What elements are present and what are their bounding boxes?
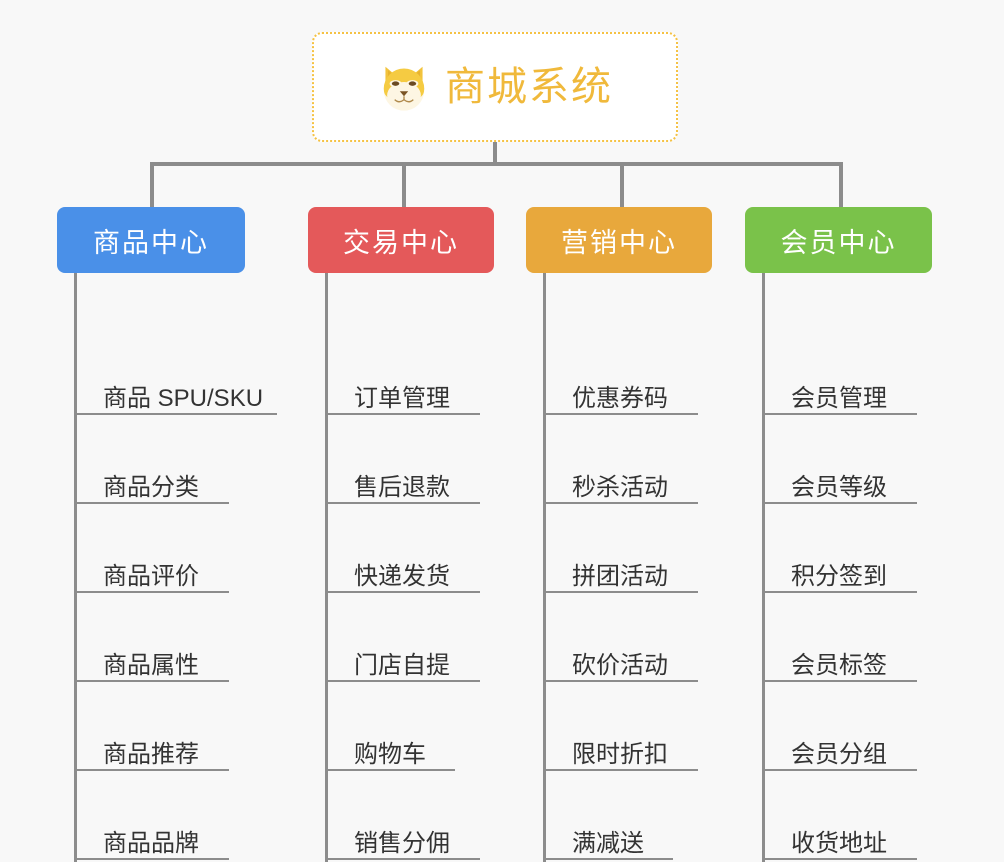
shiba-dog-face-icon <box>383 66 425 111</box>
branch-spine-3 <box>543 273 546 862</box>
leaf-item-label: 门店自提 <box>354 652 450 679</box>
mindmap-canvas: 商城系统 商品中心商品 SPU/SKU 商品分类商品评价商品属性商品推荐商品品牌 交… <box>57 32 932 862</box>
leaf-item-label: 积分签到 <box>791 563 887 590</box>
leaf-underline <box>74 680 229 682</box>
root-node-title: 商城系统 <box>445 65 613 109</box>
leaf-item-label: 商品属性 <box>103 652 199 679</box>
branch-header-label: 交易中心 <box>343 227 459 258</box>
leaf-item-label: 销售分佣 <box>354 830 450 857</box>
branch-column-2: 交易中心订单管理售后退款快递发货门店自提购物车销售分佣 <box>308 207 494 862</box>
branch-header-1[interactable]: 商品中心 <box>57 207 245 273</box>
leaf-item-label: 会员标签 <box>791 652 887 679</box>
leaf-underline <box>325 680 480 682</box>
leaf-item-label: 购物车 <box>354 741 426 768</box>
leaf-underline <box>325 591 480 593</box>
leaf-underline <box>74 591 229 593</box>
leaf-item-label: 商品分类 <box>103 474 199 501</box>
connector-drop-4 <box>839 162 843 209</box>
connector-horizontal-bar <box>150 162 843 166</box>
leaf-underline <box>74 502 229 504</box>
leaf-underline <box>543 769 698 771</box>
branch-header-label: 商品中心 <box>93 227 209 258</box>
branch-header-4[interactable]: 会员中心 <box>745 207 932 273</box>
branch-spine-2 <box>325 273 328 862</box>
leaf-item-label: 限时折扣 <box>572 741 668 768</box>
leaf-underline <box>74 858 229 860</box>
leaf-underline <box>325 502 480 504</box>
branch-header-label: 会员中心 <box>780 227 897 258</box>
branch-spine-1 <box>74 273 77 862</box>
leaf-item-label: 商品品牌 <box>103 830 199 857</box>
leaf-item-label: 售后退款 <box>354 474 450 501</box>
connector-drop-1 <box>150 162 154 209</box>
leaf-item-label: 商品评价 <box>103 563 199 590</box>
leaf-item-label: 订单管理 <box>354 385 450 412</box>
leaf-item-label: 会员管理 <box>791 385 887 412</box>
branch-column-4: 会员中心会员管理会员等级积分签到会员标签会员分组收货地址 <box>745 207 932 862</box>
leaf-item-label: 商品 SPU/SKU <box>103 385 264 412</box>
leaf-underline <box>762 769 917 771</box>
branch-column-3: 营销中心优惠券码秒杀活动拼团活动砍价活动限时折扣满减送 <box>526 207 712 862</box>
leaf-underline <box>543 858 673 860</box>
leaf-underline <box>325 769 455 771</box>
leaf-item-label: 收货地址 <box>791 830 887 857</box>
branch-spine-4 <box>762 273 765 862</box>
branch-column-1: 商品中心商品 SPU/SKU 商品分类商品评价商品属性商品推荐商品品牌 <box>57 207 277 862</box>
leaf-underline <box>325 858 480 860</box>
leaf-underline <box>543 502 698 504</box>
leaf-underline <box>74 413 277 415</box>
connector-drop-3 <box>620 162 624 209</box>
leaf-underline <box>74 769 229 771</box>
leaf-underline <box>543 680 698 682</box>
connector-drop-2 <box>402 162 406 209</box>
leaf-underline <box>762 680 917 682</box>
leaf-item-label: 砍价活动 <box>572 652 668 679</box>
branch-header-3[interactable]: 营销中心 <box>526 207 712 273</box>
leaf-underline <box>543 591 698 593</box>
leaf-item-label: 商品推荐 <box>103 741 199 768</box>
connector-root-stem <box>493 142 497 166</box>
branch-header-label: 营销中心 <box>561 227 677 258</box>
leaf-item-label: 拼团活动 <box>572 563 668 590</box>
leaf-item-label: 秒杀活动 <box>572 474 668 501</box>
leaf-item-label: 会员分组 <box>791 741 887 768</box>
leaf-item-label: 满减送 <box>572 830 644 857</box>
leaf-underline <box>762 413 917 415</box>
leaf-underline <box>762 858 917 860</box>
leaf-underline <box>762 591 917 593</box>
branch-header-2[interactable]: 交易中心 <box>308 207 494 273</box>
leaf-item-label: 优惠券码 <box>572 385 668 412</box>
leaf-underline <box>762 502 917 504</box>
leaf-underline <box>543 413 698 415</box>
leaf-item-label: 会员等级 <box>791 474 887 501</box>
leaf-item-label: 快递发货 <box>354 563 450 590</box>
leaf-underline <box>325 413 480 415</box>
root-node-shopping-mall-system[interactable]: 商城系统 <box>312 32 678 142</box>
